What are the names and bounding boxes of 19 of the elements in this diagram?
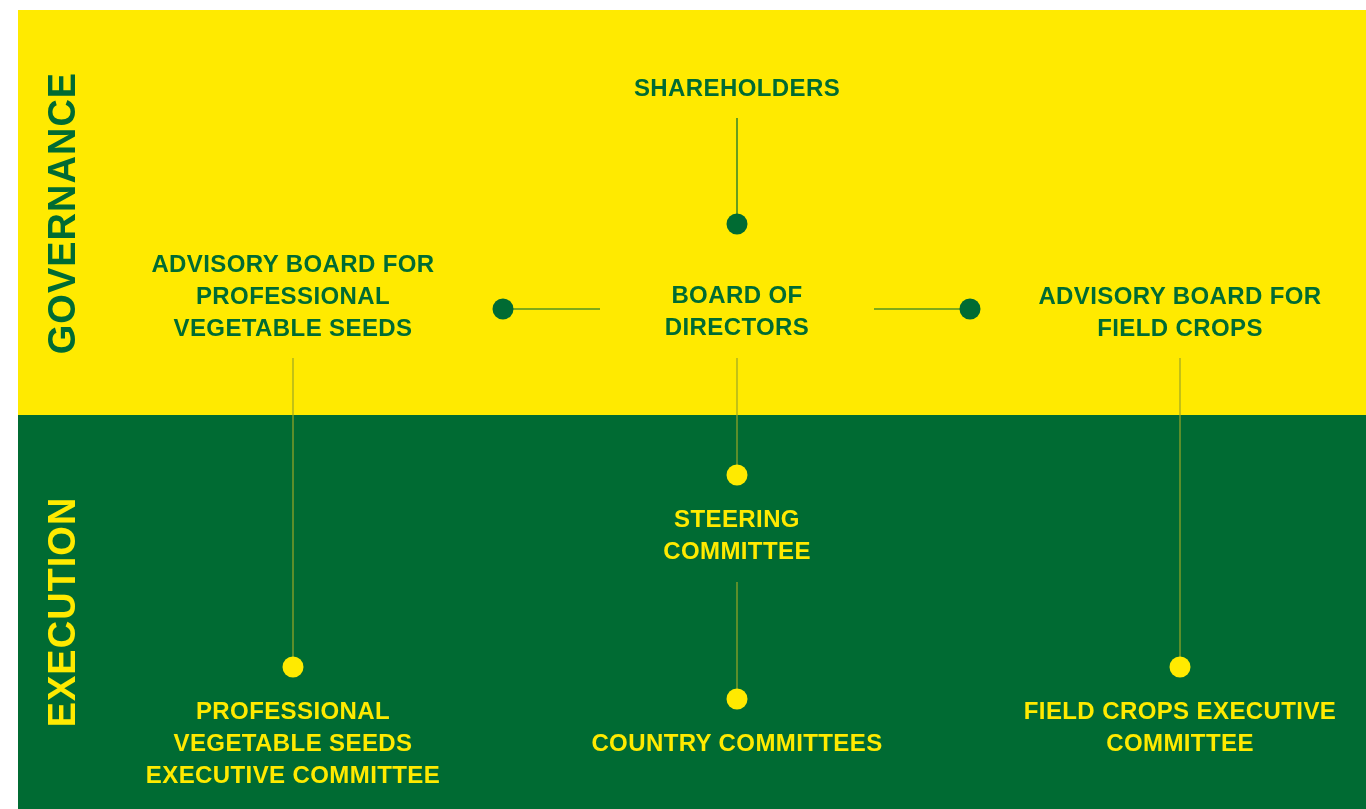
section-label: EXECUTION — [40, 496, 84, 728]
role-label: BOARD OF DIRECTORS — [663, 280, 811, 342]
role-label: SHAREHOLDERS — [632, 73, 842, 103]
connector-line — [726, 581, 748, 710]
connector-line — [726, 357, 748, 486]
committee-label: COUNTRY COMMITTEES — [590, 728, 884, 758]
connector-line — [492, 298, 601, 320]
connector-line — [873, 298, 981, 320]
committee-label: ADVISORY BOARD FOR FIELD CROPS — [1037, 281, 1323, 343]
committee-label: FIELD CROPS EXECUTIVE COMMITTEE — [1022, 696, 1338, 758]
connector-line — [1169, 357, 1191, 678]
connector-line — [282, 357, 304, 678]
connector-line — [726, 117, 748, 235]
committee-label: ADVISORY BOARD FOR PROFESSIONAL VEGETABLE SEEDS — [150, 249, 436, 343]
committee-label: STEERING COMMITTEE — [662, 504, 812, 566]
section-label: GOVERNANCE — [40, 71, 84, 355]
section-band — [18, 415, 1366, 809]
committee-label: PROFESSIONAL VEGETABLE SEEDS EXECUTIVE COMMITTEE — [144, 696, 442, 790]
section-band — [18, 10, 1366, 415]
